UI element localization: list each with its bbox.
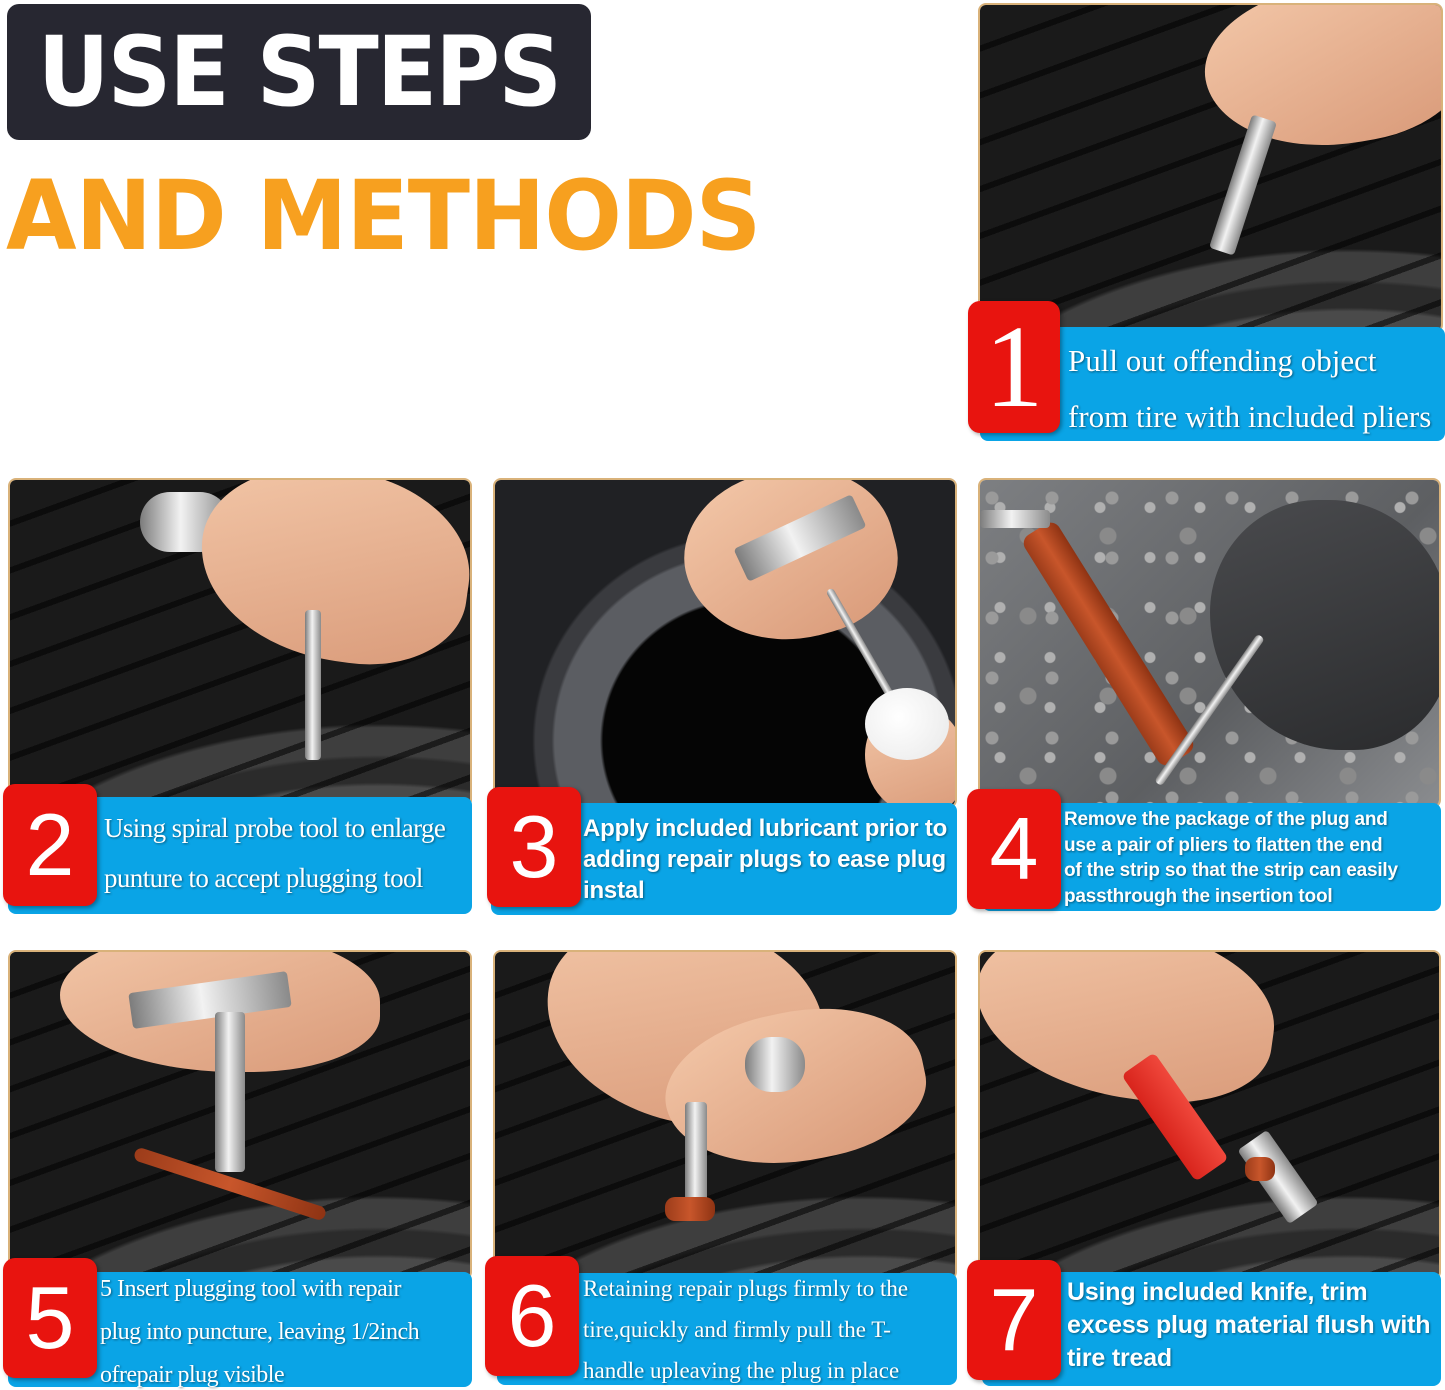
step-6-line-1: Retaining repair plugs firmly to the [583, 1276, 909, 1301]
step-4-line-2: use a pair of pliers to flatten the end [1064, 834, 1383, 856]
step-2-number: 2 [25, 795, 75, 894]
step-4-number: 4 [989, 799, 1039, 898]
step-6-line-2: tire,quickly and firmly pull the T- [583, 1317, 891, 1342]
step-5-line-1: 5 Insert plugging tool with repair [100, 1276, 401, 1302]
step-3-photo [493, 478, 957, 808]
step-1-photo [978, 3, 1443, 333]
title-line-2: AND METHODS [6, 160, 761, 272]
step-3-line-1: Apply included lubricant prior to [583, 815, 948, 842]
step-5-photo [8, 950, 472, 1280]
step-6-photo [493, 950, 957, 1280]
step-2-line-2: punture to accept plugging tool [104, 863, 423, 893]
title-line-1: USE STEPS [37, 16, 562, 128]
step-4-line-4: passthrough the insertion tool [1064, 885, 1333, 907]
step-1-line-1: Pull out offending object [1068, 343, 1377, 378]
step-7-line-3: tire tread [1067, 1344, 1172, 1372]
pliers-tip-image [980, 510, 1050, 528]
insertion-tool-image [685, 1102, 707, 1202]
step-1-number-badge: 1 [968, 301, 1060, 433]
step-4-line-1: Remove the package of the plug and [1064, 809, 1388, 830]
spiral-probe-image [305, 610, 321, 760]
step-2-number-badge: 2 [3, 784, 97, 906]
step-3-line-2: adding repair plugs to ease plug [583, 846, 946, 873]
step-6-line-3: handle upleaving the plug in place [583, 1358, 900, 1383]
step-1-line-2: from tire with included pliers [1068, 399, 1432, 434]
gloved-hand-image [1210, 500, 1439, 750]
step-3-number: 3 [509, 797, 559, 896]
step-6-number-badge: 6 [485, 1256, 579, 1376]
step-5-number: 5 [25, 1268, 75, 1367]
step-2-line-1: Using spiral probe tool to enlarge [104, 813, 446, 843]
step-4-photo [978, 478, 1441, 808]
step-3-number-badge: 3 [487, 787, 581, 907]
step-6-number: 6 [507, 1266, 557, 1365]
step-4-line-3: of the strip so that the strip can easil… [1064, 860, 1398, 881]
plug-remnant-image [1245, 1157, 1275, 1181]
repair-plug-image [665, 1197, 715, 1221]
step-7-line-1: Using included knife, trim [1067, 1278, 1368, 1306]
t-handle-image [745, 1037, 805, 1092]
step-7-number: 7 [989, 1270, 1039, 1369]
insertion-tool-image [215, 1012, 245, 1172]
step-4-number-badge: 4 [967, 789, 1061, 909]
step-5-number-badge: 5 [3, 1258, 97, 1378]
step-2-photo [8, 478, 472, 808]
step-1-number: 1 [984, 301, 1044, 432]
step-7-number-badge: 7 [967, 1260, 1061, 1380]
step-5-line-2: plug into puncture, leaving 1/2inch [100, 1319, 420, 1345]
lubricant-cup-image [865, 688, 949, 760]
title-banner: USE STEPS [7, 4, 591, 140]
step-3-line-3: instal [583, 877, 645, 904]
step-7-photo [978, 950, 1441, 1280]
step-5-line-3: ofrepair plug visible [100, 1362, 285, 1388]
step-7-line-2: excess plug material flush with [1067, 1311, 1431, 1339]
